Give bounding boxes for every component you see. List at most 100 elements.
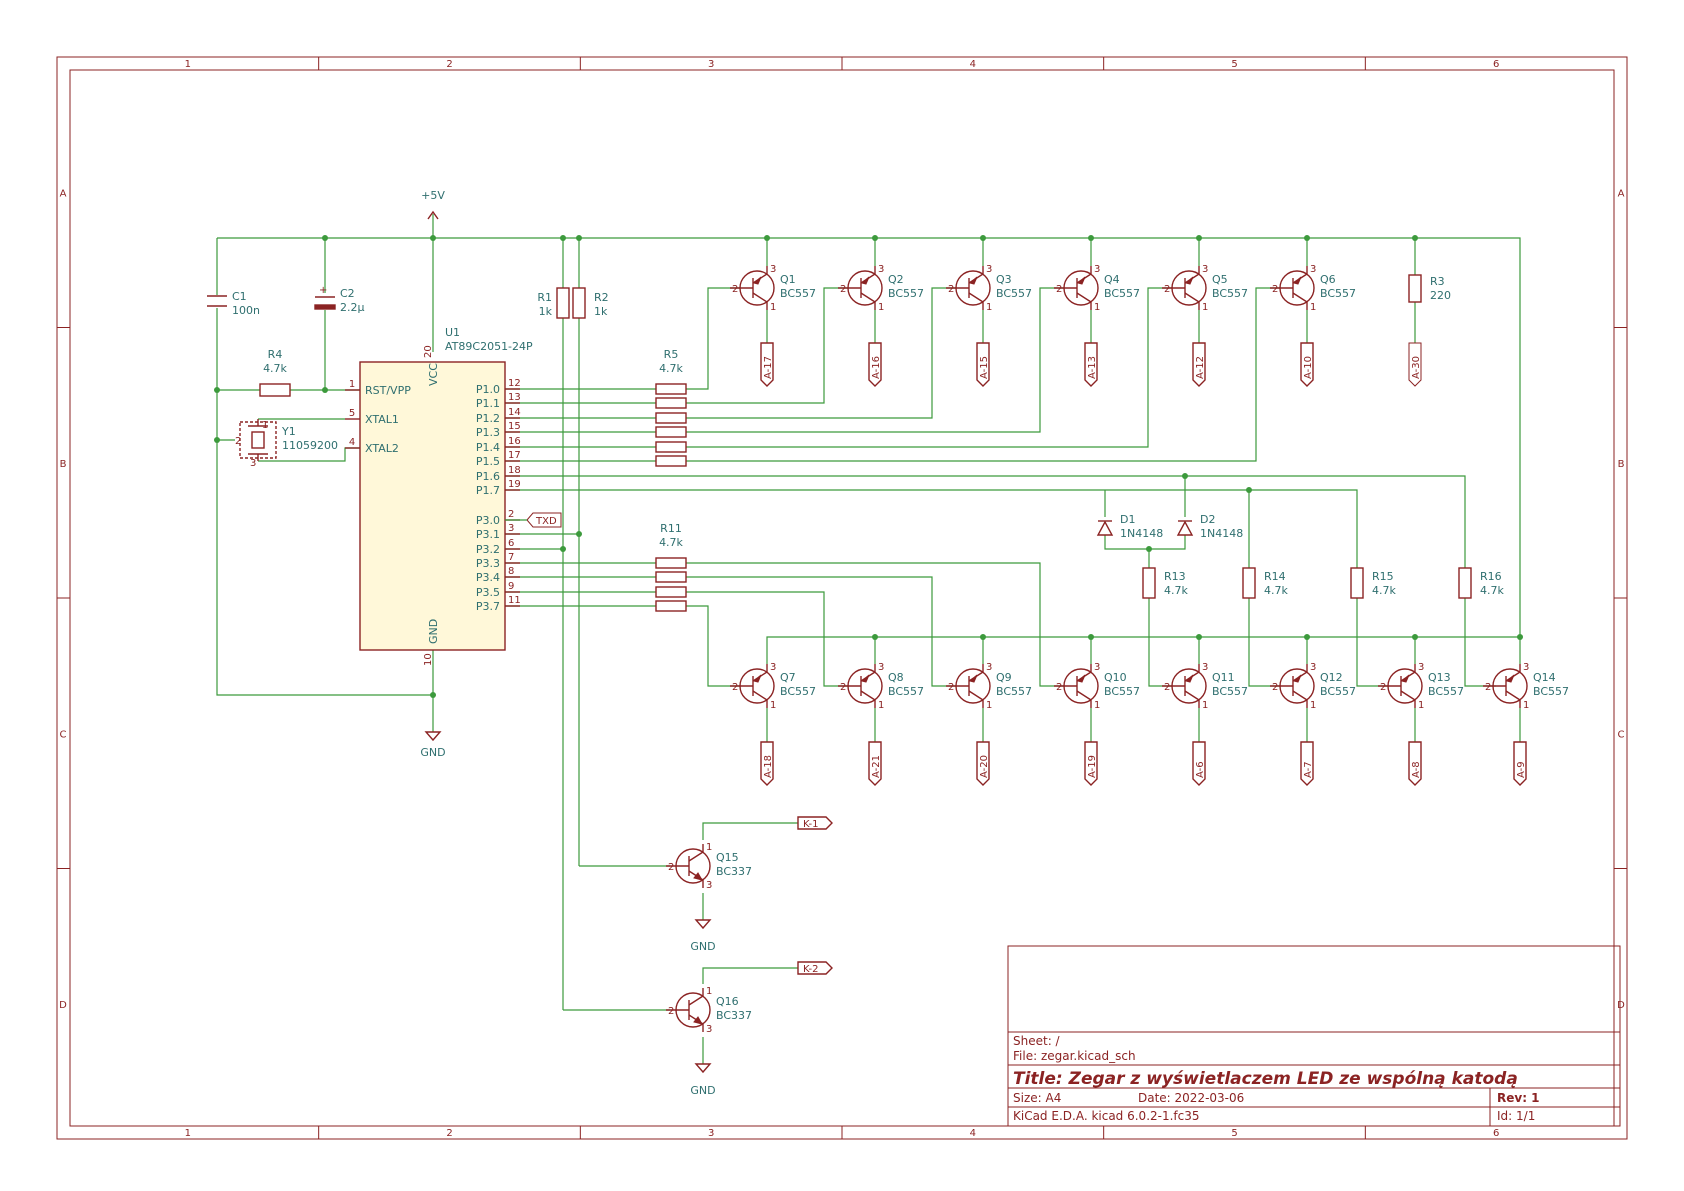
tb-tool: KiCad E.D.A. kicad 6.0.2-1.fc35 bbox=[1013, 1109, 1200, 1123]
wires bbox=[216, 214, 1521, 1064]
global-label-anode[interactable]: A-21 bbox=[868, 741, 882, 786]
resistor-r14[interactable]: R14 4.7k bbox=[1242, 567, 1288, 599]
r2-ref: R2 bbox=[594, 291, 609, 304]
u1-pin-name: P1.7 bbox=[476, 484, 500, 497]
global-label-anode[interactable]: A-9 bbox=[1513, 741, 1527, 786]
u1-pin-number: 18 bbox=[508, 465, 521, 476]
u1-pin-number: 8 bbox=[508, 566, 514, 577]
transistor-value: BC557 bbox=[1212, 685, 1248, 698]
anode-label: A-15 bbox=[979, 356, 990, 379]
cathode-label: K-2 bbox=[803, 964, 818, 975]
r3-out-label: A-30 bbox=[1411, 356, 1422, 379]
u1-pin-name: P1.3 bbox=[476, 426, 500, 439]
u1-pin-name: P3.4 bbox=[476, 571, 500, 584]
resistor-r15[interactable]: R15 4.7k bbox=[1350, 567, 1396, 599]
u1-pin-name: RST/VPP bbox=[365, 384, 411, 397]
transistor-top-pin: 3 bbox=[878, 264, 884, 275]
diode-d2[interactable]: D2 1N4148 bbox=[1176, 513, 1243, 540]
resistor-r1[interactable]: R1 1k bbox=[537, 287, 570, 319]
resistor-r2[interactable]: R2 1k bbox=[572, 287, 609, 319]
global-label-anode[interactable]: A-20 bbox=[976, 741, 990, 786]
u1-pin-number: 16 bbox=[508, 436, 521, 447]
tb-rev: Rev: 1 bbox=[1497, 1091, 1540, 1105]
resistor-r3[interactable]: R3 220 bbox=[1408, 274, 1451, 303]
mcu-u1[interactable]: U1 AT89C2051-24P VCC 20 GND 10 RST/VPP1X… bbox=[345, 326, 533, 666]
transistor-ref: Q11 bbox=[1212, 671, 1235, 684]
transistor-base-pin: 2 bbox=[1272, 284, 1278, 295]
transistor-ref: Q9 bbox=[996, 671, 1012, 684]
anode-label: A-13 bbox=[1087, 356, 1098, 379]
u1-pin-name: P1.2 bbox=[476, 412, 500, 425]
global-label-anode[interactable]: A-19 bbox=[1084, 741, 1098, 786]
frame-row-label: D bbox=[1617, 1000, 1625, 1011]
r14-ref: R14 bbox=[1264, 570, 1286, 583]
global-label-anode[interactable]: A-6 bbox=[1192, 741, 1206, 786]
resistor-r16[interactable]: R16 4.7k bbox=[1458, 567, 1504, 599]
global-label-anode[interactable]: A-7 bbox=[1300, 741, 1314, 786]
global-label-anode[interactable]: A-17 bbox=[760, 342, 774, 387]
anode-label: A-18 bbox=[763, 755, 774, 778]
transistor-top-pin: 3 bbox=[1310, 662, 1316, 673]
resistor-r13[interactable]: R13 4.7k bbox=[1142, 567, 1188, 599]
global-label-anode[interactable]: A-16 bbox=[868, 342, 882, 387]
d1-ref: D1 bbox=[1120, 513, 1135, 526]
u1-pin-number: 6 bbox=[508, 538, 514, 549]
global-label-anode[interactable]: A-18 bbox=[760, 741, 774, 786]
gnd-symbol-mcu[interactable]: GND bbox=[420, 731, 446, 759]
transistor-bottom-pin: 1 bbox=[878, 700, 884, 711]
capacitor-c2[interactable]: + C2 2.2µ bbox=[314, 285, 365, 314]
u1-pin-number: 7 bbox=[508, 552, 514, 563]
tb-file: File: zegar.kicad_sch bbox=[1013, 1049, 1136, 1063]
crystal-y1[interactable]: 1 2 3 Y1 11059200 bbox=[235, 419, 338, 469]
global-label-anode[interactable]: A-10 bbox=[1300, 342, 1314, 387]
vcc-power-symbol[interactable]: +5V bbox=[421, 189, 445, 220]
global-label-anode[interactable]: A-15 bbox=[976, 342, 990, 387]
gnd-symbol-q16[interactable]: GND bbox=[690, 1063, 716, 1097]
global-label-anode[interactable]: A-13 bbox=[1084, 342, 1098, 387]
global-label-cathode[interactable]: K-1 bbox=[797, 816, 833, 830]
transistor-bottom-pin: 1 bbox=[1094, 302, 1100, 313]
global-label-anode[interactable]: A-12 bbox=[1192, 342, 1206, 387]
d1-value: 1N4148 bbox=[1120, 527, 1163, 540]
global-label-anode[interactable]: A-8 bbox=[1408, 741, 1422, 786]
svg-text:+: + bbox=[319, 285, 327, 296]
u1-vcc-pin-num: 20 bbox=[423, 345, 434, 358]
anode-label: A-7 bbox=[1303, 761, 1314, 778]
global-label-cathode[interactable]: K-2 bbox=[797, 961, 833, 975]
tb-title: Title: Zegar z wyświetlaczem LED ze wspó… bbox=[1013, 1069, 1518, 1089]
c1-ref: C1 bbox=[232, 290, 247, 303]
global-label-r3-out[interactable]: A-30 bbox=[1408, 342, 1422, 387]
global-label-txd[interactable]: TXD bbox=[505, 512, 562, 528]
diode-d1[interactable]: D1 1N4148 bbox=[1096, 513, 1163, 540]
resistor-array-r5[interactable]: R5 4.7k bbox=[655, 348, 687, 467]
capacitor-c1[interactable]: C1 100n bbox=[207, 290, 260, 317]
resistor-array-r11[interactable]: R11 4.7k bbox=[655, 522, 687, 612]
transistor-ref: Q12 bbox=[1320, 671, 1343, 684]
u1-pin-number: 17 bbox=[508, 450, 521, 461]
frame-row-label: D bbox=[59, 1000, 67, 1011]
resistor-r4[interactable]: R4 4.7k bbox=[259, 348, 291, 397]
transistor-bottom-pin: 1 bbox=[1094, 700, 1100, 711]
u1-pin-name: P1.6 bbox=[476, 470, 500, 483]
transistor-value: BC557 bbox=[996, 287, 1032, 300]
u1-gnd-pin-name: GND bbox=[427, 619, 440, 644]
u1-gnd-pin-num: 10 bbox=[423, 653, 434, 666]
gnd-symbol-q15[interactable]: GND bbox=[690, 919, 716, 953]
